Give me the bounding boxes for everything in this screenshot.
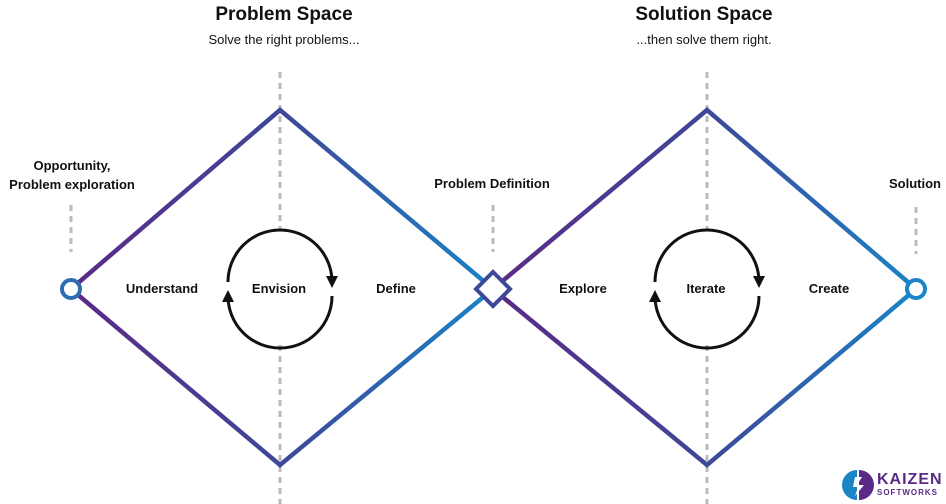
phase-define: Define (376, 281, 416, 296)
start-label-line1: Opportunity, (33, 158, 111, 173)
logo-subtitle: SOFTWORKS (877, 488, 938, 497)
phase-understand: Understand (125, 281, 199, 296)
end-label: Solution (889, 176, 941, 191)
guide-lines (69, 72, 918, 504)
start-node (60, 278, 82, 300)
start-label: Opportunity, Problem exploration (9, 156, 135, 194)
phase-envision: Envision (251, 281, 307, 296)
problem-space-title: Problem Space (215, 4, 353, 25)
phase-explore: Explore (559, 281, 607, 296)
end-node (905, 278, 927, 300)
phase-iterate: Iterate (686, 281, 726, 296)
middle-label: Problem Definition (434, 176, 550, 191)
definition-node (473, 269, 513, 309)
logo-mark-icon (842, 470, 874, 500)
start-label-line2: Problem exploration (9, 177, 135, 192)
phase-create: Create (808, 281, 850, 296)
cycle-icons (222, 228, 765, 350)
solution-space-title: Solution Space (635, 4, 773, 25)
kaizen-logo: KAIZEN SOFTWORKS (842, 469, 943, 501)
problem-space-subtitle: Solve the right problems... (208, 32, 360, 47)
logo-name: KAIZEN (877, 471, 943, 488)
solution-space-subtitle: ...then solve them right. (636, 32, 772, 47)
